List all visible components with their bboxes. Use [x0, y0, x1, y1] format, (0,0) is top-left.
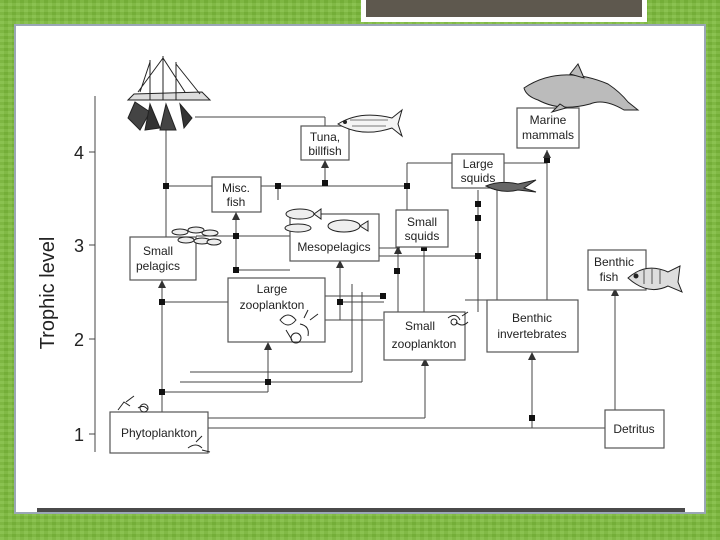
- node-small-squids: Small squids: [395, 209, 449, 248]
- arrowheads: [158, 150, 619, 366]
- node-phytoplankton: Phytoplankton: [109, 411, 209, 454]
- svg-text:fish: fish: [600, 270, 619, 284]
- y-tick-3: 3: [74, 236, 84, 256]
- svg-text:Large: Large: [257, 282, 288, 296]
- svg-text:Phytoplankton: Phytoplankton: [121, 426, 197, 440]
- y-axis-title: Trophic level: [37, 237, 59, 350]
- svg-text:Large: Large: [463, 157, 494, 171]
- node-small-pelagics: Small pelagics: [129, 236, 197, 281]
- node-large-squids: Large squids: [451, 153, 505, 189]
- svg-text:pelagics: pelagics: [136, 259, 180, 273]
- svg-text:Small: Small: [143, 244, 173, 258]
- svg-text:squids: squids: [461, 171, 496, 185]
- svg-text:Benthic: Benthic: [594, 255, 634, 269]
- y-tick-2: 2: [74, 330, 84, 350]
- svg-text:invertebrates: invertebrates: [497, 327, 566, 341]
- title-tab: [361, 0, 647, 22]
- svg-text:Detritus: Detritus: [613, 422, 654, 436]
- y-axis: 4 3 2 1 Trophic level: [37, 96, 96, 452]
- sailboat-icon: [126, 56, 212, 131]
- benthic-fish-icon: [627, 265, 683, 293]
- trophic-links: [161, 116, 616, 429]
- plankton-icon: [117, 309, 469, 453]
- dolphin-icon: [523, 63, 640, 114]
- svg-text:Tuna,: Tuna,: [310, 130, 340, 144]
- fish-school-icon: [171, 226, 222, 246]
- link-junctions: [159, 157, 550, 421]
- bottom-rule: [37, 508, 685, 512]
- small-fish-icon: [284, 208, 369, 233]
- svg-text:zooplankton: zooplankton: [240, 298, 305, 312]
- squid-icon: [484, 179, 537, 193]
- svg-text:Small: Small: [405, 319, 435, 333]
- node-detritus: Detritus: [604, 409, 665, 449]
- svg-text:zooplankton: zooplankton: [392, 337, 457, 351]
- svg-text:Mesopelagics: Mesopelagics: [297, 240, 370, 254]
- svg-text:billfish: billfish: [308, 144, 341, 158]
- svg-text:Marine: Marine: [530, 113, 567, 127]
- y-tick-1: 1: [74, 425, 84, 445]
- y-tick-4: 4: [74, 143, 84, 163]
- svg-text:squids: squids: [405, 229, 440, 243]
- node-marine-mammals: Marine mammals: [516, 107, 580, 149]
- svg-text:Misc.: Misc.: [222, 181, 250, 195]
- title-tab-bar: [366, 0, 642, 17]
- node-tuna-billfish: Tuna, billfish: [300, 125, 350, 161]
- node-misc-fish: Misc. fish: [211, 176, 262, 213]
- svg-text:mammals: mammals: [522, 128, 574, 142]
- tuna-icon: [337, 108, 404, 138]
- svg-text:fish: fish: [227, 195, 246, 209]
- node-large-zooplankton: Large zooplankton: [227, 277, 326, 343]
- svg-text:Benthic: Benthic: [512, 311, 552, 325]
- node-benthic-invertebrates: Benthic invertebrates: [486, 299, 579, 353]
- svg-text:Small: Small: [407, 215, 437, 229]
